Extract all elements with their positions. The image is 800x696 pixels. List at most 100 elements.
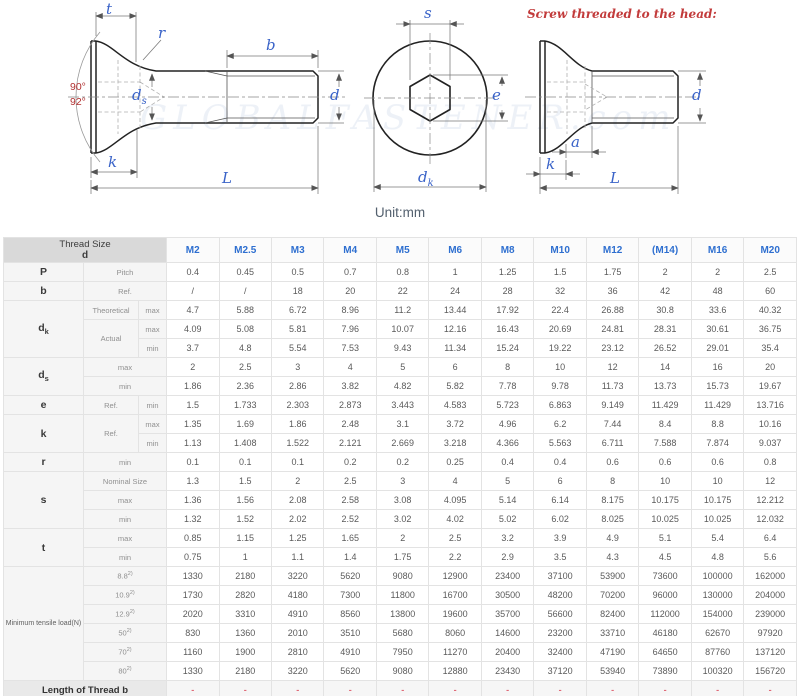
value-cell: 23200 xyxy=(533,623,587,643)
value-cell: - xyxy=(375,680,430,696)
value-cell: 4.02 xyxy=(428,509,482,529)
label-k-right: k xyxy=(546,155,556,173)
value-cell: 12.032 xyxy=(743,509,797,529)
row-label-cell: 12.92) xyxy=(82,604,168,624)
label-b: b xyxy=(266,36,276,54)
value-cell: 5620 xyxy=(323,566,377,586)
countersink-angle-arc xyxy=(75,31,101,163)
value-cell: 12.212 xyxy=(743,490,797,510)
value-cell: 11.2 xyxy=(375,300,430,320)
label-k-left: k xyxy=(108,153,118,171)
value-cell: 1.65 xyxy=(323,528,377,548)
value-cell: 1.56 xyxy=(218,490,272,510)
value-cell: 20 xyxy=(323,281,377,301)
row-label-cell: s xyxy=(3,471,84,529)
value-cell: 3510 xyxy=(323,623,377,643)
value-cell: 4 xyxy=(428,471,482,491)
value-cell: 7.44 xyxy=(585,414,640,434)
value-cell: 29.01 xyxy=(690,338,745,358)
value-cell: 5 xyxy=(480,471,535,491)
value-cell: - xyxy=(218,680,272,696)
value-cell: 16 xyxy=(690,357,745,377)
value-cell: 3.9 xyxy=(533,528,587,548)
row-label-cell: max xyxy=(137,319,168,339)
row-label-cell: Ref. xyxy=(83,414,139,453)
value-cell: 8560 xyxy=(323,604,377,624)
value-cell: 4.82 xyxy=(375,376,430,396)
value-cell: 17.92 xyxy=(480,300,535,320)
size-column-header: M3 xyxy=(270,237,325,263)
value-cell: 6.711 xyxy=(585,433,640,453)
value-cell: 0.8 xyxy=(743,452,797,472)
value-cell: 9.037 xyxy=(743,433,797,453)
value-cell: 13.44 xyxy=(428,300,482,320)
value-cell: 26.88 xyxy=(585,300,640,320)
value-cell: 35.4 xyxy=(743,338,797,358)
value-cell: 2.5 xyxy=(743,262,797,282)
value-cell: 3220 xyxy=(270,566,325,586)
row-label-cell: Actual xyxy=(83,319,139,358)
value-cell: 2810 xyxy=(270,642,325,662)
value-cell: 10.175 xyxy=(690,490,745,510)
right-side-view xyxy=(539,40,679,154)
value-cell: 22.4 xyxy=(533,300,587,320)
value-cell: 2.36 xyxy=(218,376,272,396)
value-cell: 1.1 xyxy=(270,547,325,567)
value-cell: 3.2 xyxy=(480,528,535,548)
row-label-cell: min xyxy=(137,433,168,453)
value-cell: 0.8 xyxy=(375,262,430,282)
value-cell: 1.75 xyxy=(585,262,640,282)
size-column-header: M2 xyxy=(166,237,220,263)
value-cell: 12.16 xyxy=(428,319,482,339)
value-cell: 36.75 xyxy=(743,319,797,339)
value-cell: 1.15 xyxy=(218,528,272,548)
row-label-cell: 502) xyxy=(82,623,168,643)
value-cell: 19600 xyxy=(428,604,482,624)
value-cell: 5620 xyxy=(323,661,377,681)
value-cell: 137120 xyxy=(743,642,797,662)
value-cell: 9080 xyxy=(375,566,430,586)
value-cell: 4.095 xyxy=(428,490,482,510)
label-L-left: L xyxy=(222,169,232,187)
value-cell: 1.733 xyxy=(218,395,272,415)
value-cell: 4.8 xyxy=(690,547,745,567)
row-label-cell: b xyxy=(3,281,84,301)
value-cell: - xyxy=(428,680,482,696)
value-cell: 5.4 xyxy=(690,528,745,548)
value-cell: 19.67 xyxy=(743,376,797,396)
value-cell: 3.1 xyxy=(375,414,430,434)
value-cell: 2 xyxy=(166,357,220,377)
value-cell: 30.8 xyxy=(638,300,692,320)
value-cell: 1330 xyxy=(166,566,220,586)
value-cell: 0.2 xyxy=(375,452,430,472)
value-cell: 32 xyxy=(533,281,587,301)
value-cell: 11.429 xyxy=(638,395,692,415)
value-cell: 1.5 xyxy=(218,471,272,491)
size-column-header: M6 xyxy=(428,237,482,263)
value-cell: 1.69 xyxy=(218,414,272,434)
row-label-cell: Length of Thread b xyxy=(2,680,168,696)
value-cell: - xyxy=(480,680,535,696)
value-cell: 2.9 xyxy=(480,547,535,567)
value-cell: 10 xyxy=(690,471,745,491)
value-cell: 6 xyxy=(533,471,587,491)
value-cell: 0.45 xyxy=(218,262,272,282)
value-cell: 14600 xyxy=(480,623,535,643)
value-cell: 5.88 xyxy=(218,300,272,320)
value-cell: 2 xyxy=(690,262,745,282)
value-cell: 1.5 xyxy=(166,395,220,415)
value-cell: 4.7 xyxy=(166,300,220,320)
value-cell: 15.73 xyxy=(690,376,745,396)
size-column-header: M2.5 xyxy=(218,237,272,263)
row-label-cell: 702) xyxy=(82,642,168,662)
row-label-cell: min xyxy=(82,376,168,396)
value-cell: 9.43 xyxy=(375,338,430,358)
value-cell: 5.723 xyxy=(480,395,535,415)
